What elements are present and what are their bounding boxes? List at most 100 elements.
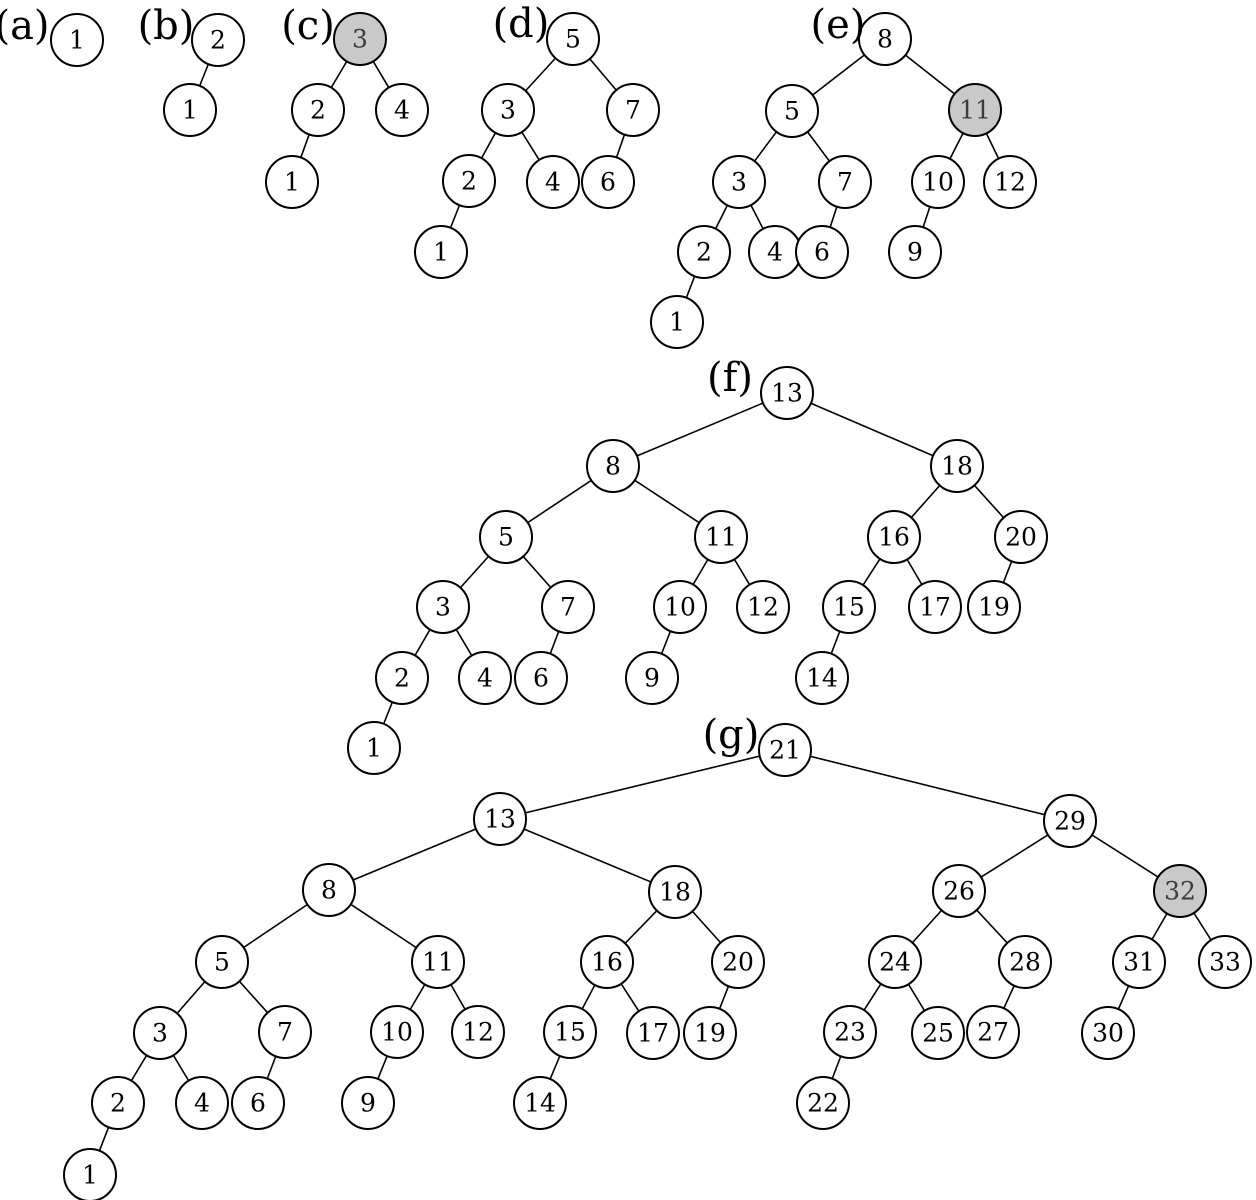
tree-node-value: 1 <box>284 168 300 197</box>
tree-node-24 <box>868 935 922 989</box>
tree-node-5 <box>546 12 600 66</box>
tree-node-7 <box>818 155 872 209</box>
tree-node-21 <box>758 723 812 777</box>
tree-node-value: 10 <box>922 168 954 197</box>
tree-node-value: 25 <box>922 1019 954 1048</box>
tree-node-value: 17 <box>637 1019 669 1048</box>
tree-node-10 <box>653 580 707 634</box>
tree-node-1 <box>650 295 704 349</box>
tree-node-19 <box>967 580 1021 634</box>
tree-node-31 <box>1112 935 1166 989</box>
tree-edge-21-29 <box>784 749 1071 822</box>
tree-panel-b: 21(b) <box>138 3 245 137</box>
tree-node-value: 14 <box>524 1089 556 1118</box>
tree-node-value: 16 <box>591 948 623 977</box>
tree-node-20 <box>711 935 765 989</box>
tree-node-1 <box>63 1148 117 1200</box>
tree-node-1 <box>163 83 217 137</box>
tree-node-5 <box>195 935 249 989</box>
tree-node-9 <box>888 225 942 279</box>
panel-label-d: (d) <box>493 1 550 47</box>
tree-node-17 <box>626 1006 680 1060</box>
tree-node-value: 3 <box>435 593 451 622</box>
tree-node-value: 7 <box>837 168 853 197</box>
tree-node-7 <box>541 580 595 634</box>
tree-node-value: 27 <box>977 1018 1009 1047</box>
tree-node-17 <box>908 580 962 634</box>
tree-node-8 <box>302 863 356 917</box>
tree-node-6 <box>795 225 849 279</box>
tree-node-1 <box>50 13 104 67</box>
tree-node-1 <box>414 225 468 279</box>
tree-node-value: 20 <box>1005 523 1037 552</box>
tree-node-27 <box>966 1005 1020 1059</box>
tree-node-13 <box>473 792 527 846</box>
tree-node-value: 3 <box>352 25 368 54</box>
tree-node-14 <box>513 1076 567 1130</box>
tree-node-value: 13 <box>484 805 516 834</box>
tree-node-value: 4 <box>477 664 493 693</box>
tree-node-6 <box>231 1076 285 1130</box>
tree-node-value: 7 <box>277 1018 293 1047</box>
tree-node-value: 12 <box>994 168 1026 197</box>
panel-label-f: (f) <box>707 355 753 401</box>
tree-node-1 <box>347 721 401 775</box>
tree-node-value: 11 <box>959 96 991 125</box>
tree-node-value: 11 <box>705 523 737 552</box>
tree-node-value: 6 <box>250 1089 266 1118</box>
tree-node-7 <box>258 1005 312 1059</box>
tree-node-value: 33 <box>1209 948 1241 977</box>
tree-node-4 <box>458 651 512 705</box>
tree-node-value: 22 <box>807 1089 839 1118</box>
tree-node-5 <box>479 510 533 564</box>
tree-node-value: 6 <box>814 238 830 267</box>
tree-node-shaded-11 <box>948 83 1002 137</box>
tree-node-12 <box>983 155 1037 209</box>
tree-node-1 <box>265 155 319 209</box>
tree-node-value: 8 <box>321 876 337 905</box>
tree-node-value: 5 <box>498 523 514 552</box>
tree-node-10 <box>911 155 965 209</box>
tree-node-value: 10 <box>381 1018 413 1047</box>
tree-node-value: 28 <box>1009 948 1041 977</box>
tree-node-value: 2 <box>210 26 226 55</box>
tree-node-14 <box>795 651 849 705</box>
tree-node-value: 3 <box>500 96 516 125</box>
tree-node-value: 6 <box>533 664 549 693</box>
tree-node-22 <box>796 1076 850 1130</box>
tree-node-5 <box>765 84 819 138</box>
tree-node-8 <box>858 12 912 66</box>
tree-node-value: 2 <box>110 1089 126 1118</box>
tree-node-18 <box>930 439 984 493</box>
tree-node-10 <box>370 1005 424 1059</box>
tree-node-value: 29 <box>1054 807 1086 836</box>
tree-node-value: 15 <box>833 593 865 622</box>
tree-node-value: 26 <box>943 877 975 906</box>
tree-node-9 <box>341 1076 395 1130</box>
tree-node-7 <box>606 83 660 137</box>
tree-node-value: 2 <box>696 238 712 267</box>
tree-node-value: 17 <box>919 593 951 622</box>
tree-node-value: 31 <box>1123 948 1155 977</box>
tree-node-value: 4 <box>194 1089 210 1118</box>
tree-node-3 <box>133 1006 187 1060</box>
tree-node-value: 8 <box>605 452 621 481</box>
tree-node-value: 8 <box>877 25 893 54</box>
tree-node-value: 3 <box>152 1019 168 1048</box>
tree-node-value: 18 <box>941 452 973 481</box>
tree-node-3 <box>481 83 535 137</box>
tree-node-value: 1 <box>69 26 85 55</box>
tree-node-value: 3 <box>731 168 747 197</box>
tree-node-value: 5 <box>214 948 230 977</box>
tree-node-2 <box>191 13 245 67</box>
tree-node-value: 23 <box>834 1018 866 1047</box>
tree-node-value: 16 <box>878 523 910 552</box>
tree-node-value: 1 <box>433 238 449 267</box>
tree-node-value: 2 <box>394 664 410 693</box>
tree-node-value: 2 <box>461 167 477 196</box>
tree-node-2 <box>91 1076 145 1130</box>
tree-node-value: 19 <box>694 1019 726 1048</box>
